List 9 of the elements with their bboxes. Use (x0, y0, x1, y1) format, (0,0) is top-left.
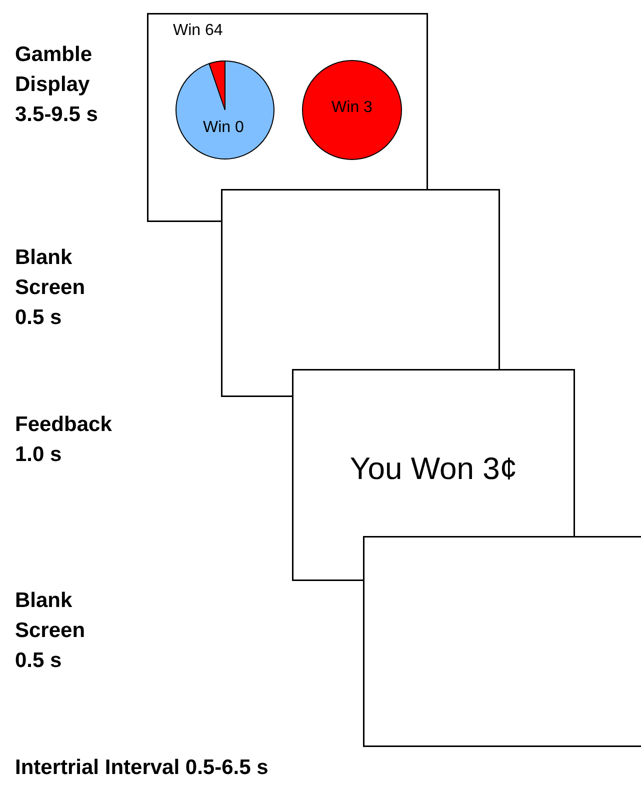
interval-label: Intertrial Interval 0.5-6.5 s (15, 755, 268, 781)
slice-label: Win 64 (173, 22, 223, 40)
screen-label: Blank Screen 0.5 s (15, 588, 86, 674)
circle-label: Win 3 (330, 99, 374, 117)
slice-label: Win 0 (203, 119, 244, 137)
screen-text: You Won 3¢ (348, 451, 518, 487)
screen-label: Blank Screen 0.5 s (15, 245, 86, 331)
screen-label: Gamble Display 3.5-9.5 s (15, 42, 99, 128)
screen-label: Feedback 1.0 s (15, 412, 113, 468)
